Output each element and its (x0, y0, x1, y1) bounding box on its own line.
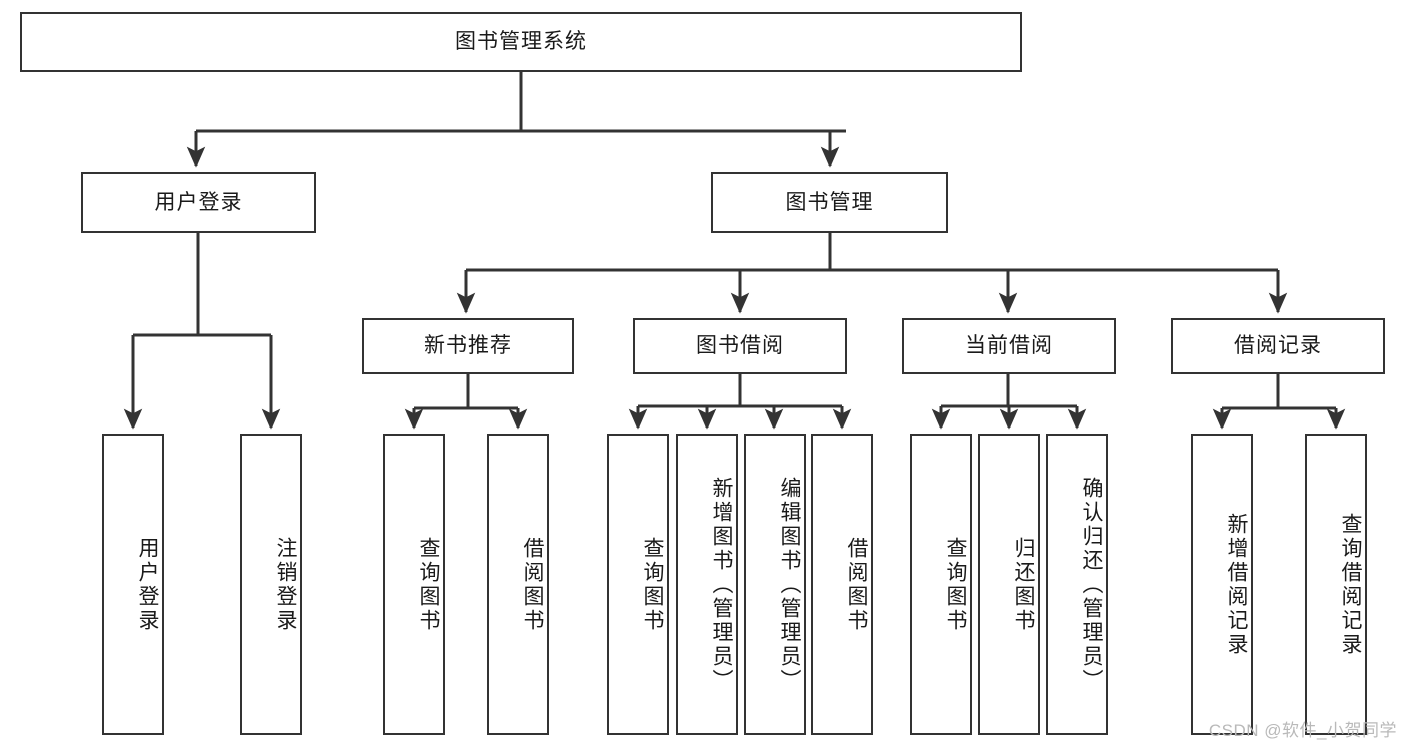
node-book-manage[interactable]: 图书管理 (711, 172, 948, 233)
node-leaf-query-record-label: 查询借阅记录 (1339, 512, 1362, 657)
node-current-borrow-label: 当前借阅 (965, 334, 1053, 358)
node-leaf-user-login[interactable]: 用户登录 (102, 434, 164, 735)
node-leaf-add-record-label: 新增借阅记录 (1225, 512, 1248, 657)
node-leaf-borrow-book-2-label: 借阅图书 (845, 536, 868, 633)
node-leaf-borrow-book-1[interactable]: 借阅图书 (487, 434, 549, 735)
node-borrow-record[interactable]: 借阅记录 (1171, 318, 1385, 374)
node-new-book-recommend[interactable]: 新书推荐 (362, 318, 574, 374)
node-leaf-return-book-label: 归还图书 (1012, 536, 1035, 633)
node-leaf-query-record[interactable]: 查询借阅记录 (1305, 434, 1367, 735)
node-leaf-edit-book[interactable]: 编辑图书（管理员） (744, 434, 806, 735)
node-leaf-query-book-2[interactable]: 查询图书 (607, 434, 669, 735)
node-leaf-add-book[interactable]: 新增图书（管理员） (676, 434, 738, 735)
node-leaf-confirm-return[interactable]: 确认归还（管理员） (1046, 434, 1108, 735)
node-root-label: 图书管理系统 (455, 30, 587, 54)
node-book-borrow[interactable]: 图书借阅 (633, 318, 847, 374)
node-leaf-return-book[interactable]: 归还图书 (978, 434, 1040, 735)
node-leaf-query-book-3[interactable]: 查询图书 (910, 434, 972, 735)
node-leaf-add-book-label: 新增图书（管理员） (710, 476, 733, 693)
node-leaf-query-book-2-label: 查询图书 (641, 536, 664, 633)
node-user-login[interactable]: 用户登录 (81, 172, 316, 233)
node-book-borrow-label: 图书借阅 (696, 334, 784, 358)
node-leaf-query-book-1-label: 查询图书 (417, 536, 440, 633)
node-leaf-logout-label: 注销登录 (274, 536, 297, 633)
node-leaf-borrow-book-1-label: 借阅图书 (521, 536, 544, 633)
node-current-borrow[interactable]: 当前借阅 (902, 318, 1116, 374)
node-leaf-query-book-1[interactable]: 查询图书 (383, 434, 445, 735)
node-book-manage-label: 图书管理 (785, 190, 874, 214)
node-new-book-recommend-label: 新书推荐 (424, 334, 512, 358)
node-leaf-edit-book-label: 编辑图书（管理员） (778, 476, 801, 693)
node-leaf-confirm-return-label: 确认归还（管理员） (1080, 476, 1103, 693)
node-leaf-borrow-book-2[interactable]: 借阅图书 (811, 434, 873, 735)
node-leaf-query-book-3-label: 查询图书 (944, 536, 967, 633)
node-borrow-record-label: 借阅记录 (1234, 334, 1322, 358)
node-leaf-user-login-label: 用户登录 (136, 536, 159, 633)
node-user-login-label: 用户登录 (154, 190, 243, 214)
node-leaf-logout[interactable]: 注销登录 (240, 434, 302, 735)
node-root[interactable]: 图书管理系统 (20, 12, 1022, 72)
node-leaf-add-record[interactable]: 新增借阅记录 (1191, 434, 1253, 735)
